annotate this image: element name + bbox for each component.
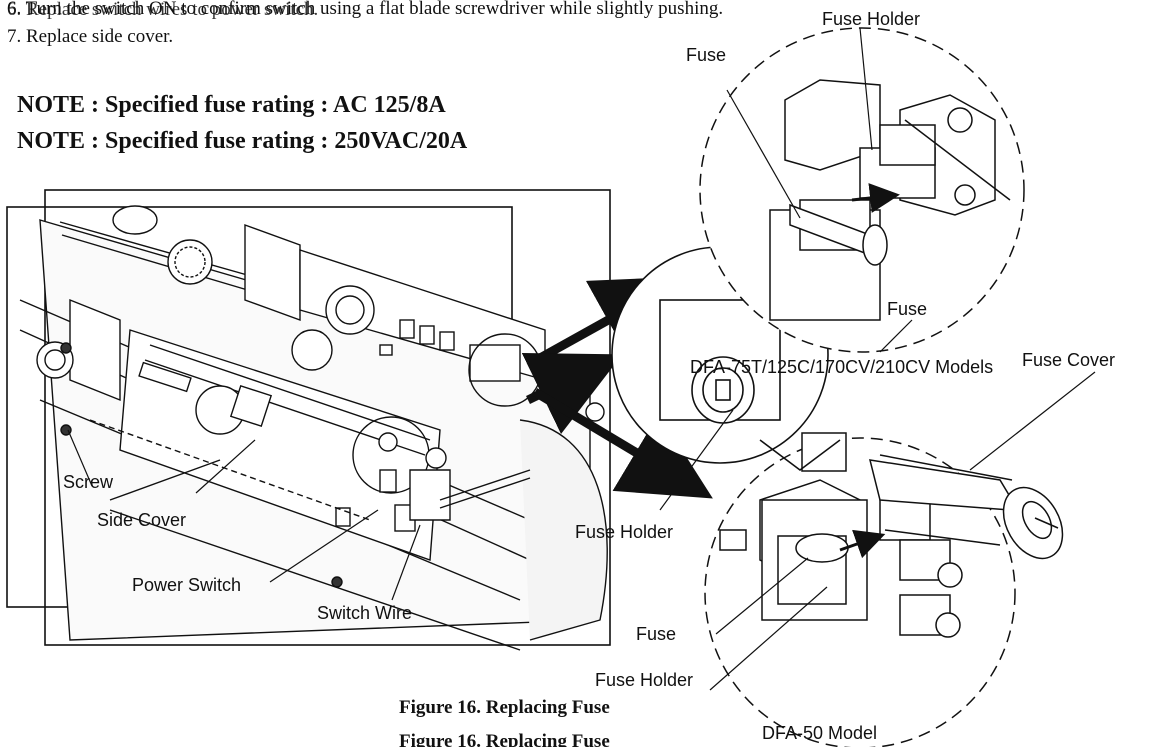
label-model-bottom: DFA-50 Model [762,723,878,743]
label-fuse-bottom: Fuse [636,624,677,644]
figure-caption: Figure 16. Replacing Fuse [399,697,610,718]
label-fuse-top: Fuse [686,45,727,65]
fuse-insert-arrow-bottom [839,529,886,559]
label-fuse-right: Fuse [887,299,928,319]
fuse-cover-part [868,454,1064,560]
machine-leader-lines [67,429,421,601]
step-6-overprint-b: 6. Replace switch wires to power switch. [7,0,319,20]
note-fuse-rating-1: NOTE : Specified fuse rating : AC 125/8A [17,92,446,118]
step-6-overprint-a: 6. Turn the switch ON to confirm switch … [7,0,724,19]
label-models-top: DFA-75T/125C/170CV/210CV Models [690,357,994,377]
label-fuse-holder-bottom: Fuse Holder [595,670,694,690]
detail-leader-lines [659,27,1096,691]
detail-circle-top [699,27,1025,353]
fuse-insert-arrow-top [851,183,900,213]
step-7: 7. Replace side cover. [7,26,174,47]
note-fuse-rating-2: NOTE : Specified fuse rating : 250VAC/20… [17,128,468,154]
figure-caption-ghost: Figure 16. Replacing Fuse [399,731,610,747]
label-switch-wire: Switch Wire [317,603,413,623]
machine-body [19,205,608,651]
label-fuse-holder-mid: Fuse Holder [575,522,674,542]
detail-circle-bottom [704,432,1016,747]
label-side-cover: Side Cover [97,510,187,530]
label-fuse-cover: Fuse Cover [1022,350,1116,370]
label-power-switch: Power Switch [132,575,242,595]
label-screw: Screw [63,472,114,492]
label-fuse-holder-top: Fuse Holder [822,9,921,29]
